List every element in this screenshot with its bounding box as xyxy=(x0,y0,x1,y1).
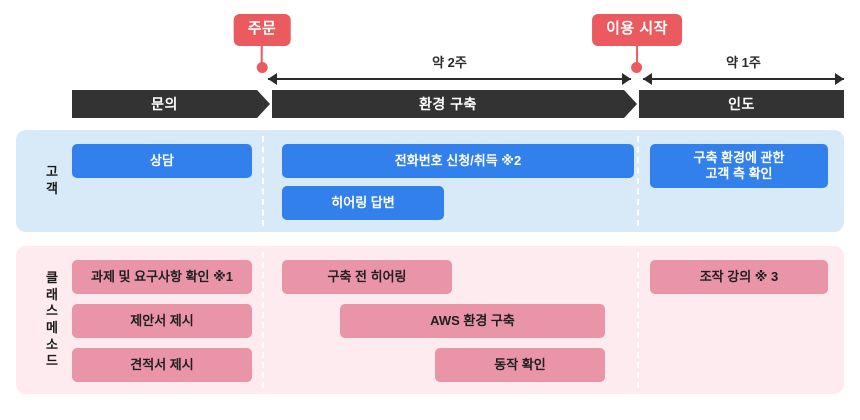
swimlane-label-char: 래 xyxy=(46,286,58,302)
milestone-label: 이용 시작 xyxy=(592,14,682,46)
milestone-1: 주문 xyxy=(233,14,291,73)
lane-divider-2 xyxy=(637,252,639,388)
arrow-left-icon xyxy=(268,73,277,85)
arrow-left-icon xyxy=(643,73,652,85)
task-label: 상담 xyxy=(150,152,174,168)
task-box[interactable]: 조작 강의 ※ 3 xyxy=(650,260,828,294)
task-box[interactable]: 히어링 답변 xyxy=(282,186,444,220)
task-label: AWS 환경 구축 xyxy=(430,312,515,328)
task-box[interactable]: 상담 xyxy=(72,144,252,178)
arrow-right-icon xyxy=(835,73,844,85)
task-box[interactable]: 동작 확인 xyxy=(435,348,605,382)
task-box[interactable]: 견적서 제시 xyxy=(72,348,252,382)
swimlane-label-char: 객 xyxy=(46,181,58,196)
duration-label: 약 1주 xyxy=(726,55,761,70)
swimlane-label-char: 클 xyxy=(46,270,58,286)
task-box[interactable]: 구축 전 히어링 xyxy=(282,260,452,294)
lane-divider-2 xyxy=(637,136,639,226)
task-label: 동작 확인 xyxy=(494,356,546,372)
task-label: 견적서 제시 xyxy=(130,356,194,372)
swimlane-label-char: 드 xyxy=(46,353,58,369)
swimlane-label-char: 고 xyxy=(46,164,58,180)
duration-line xyxy=(643,78,844,80)
duration-arrow-1: 약 2주 xyxy=(268,56,631,90)
duration-label: 약 2주 xyxy=(432,55,467,70)
swimlane-label-char: 메 xyxy=(46,320,58,335)
task-label: 과제 및 요구사항 확인 ※1 xyxy=(91,268,233,284)
phase-1-label: 문의 xyxy=(72,90,270,118)
task-box[interactable]: 제안서 제시 xyxy=(72,304,252,338)
phase-3-label: 인도 xyxy=(639,90,844,118)
swimlane-label-char: 소 xyxy=(46,336,58,352)
duration-line xyxy=(268,78,631,80)
task-box[interactable]: 전화번호 신청/취득 ※2 xyxy=(282,144,634,178)
task-label: 히어링 답변 xyxy=(331,194,395,210)
phase-2-label: 환경 구축 xyxy=(272,90,637,118)
lane-divider-1 xyxy=(262,252,264,388)
swimlane-label-char: 스 xyxy=(46,303,58,319)
task-label: 구축 전 히어링 xyxy=(327,268,407,284)
arrow-right-icon xyxy=(622,73,631,85)
milestone-label: 주문 xyxy=(233,14,291,46)
task-box[interactable]: AWS 환경 구축 xyxy=(340,304,605,338)
milestone-dot-icon xyxy=(256,61,268,73)
task-box[interactable]: 과제 및 요구사항 확인 ※1 xyxy=(72,260,252,294)
lane-divider-1 xyxy=(262,136,264,226)
milestone-dot-icon xyxy=(631,61,643,73)
task-label: 조작 강의 ※ 3 xyxy=(699,268,779,284)
task-label: 전화번호 신청/취득 ※2 xyxy=(394,152,522,168)
milestone-2: 이용 시작 xyxy=(592,14,682,73)
milestone-stem xyxy=(260,45,263,63)
milestone-stem xyxy=(636,45,638,63)
duration-arrow-2: 약 1주 xyxy=(643,56,844,90)
task-label: 제안서 제시 xyxy=(130,312,194,328)
